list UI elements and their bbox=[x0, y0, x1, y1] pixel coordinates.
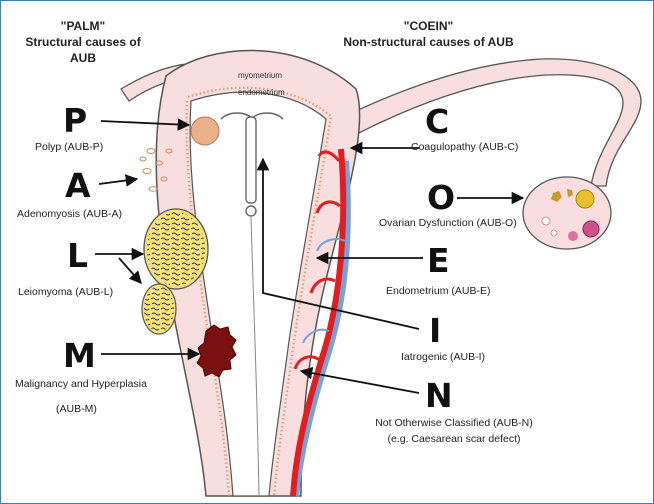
palm-header: "PALM" Structural causes of AUB bbox=[13, 18, 153, 66]
letter-l: L bbox=[67, 239, 88, 272]
not-classified-label: Not Otherwise Classified (AUB-N) bbox=[359, 417, 549, 430]
coagulopathy-label: Coagulopathy (AUB-C) bbox=[411, 141, 518, 154]
leiomyoma-label: Leiomyoma (AUB-L) bbox=[18, 286, 113, 299]
coein-subtitle: Non-structural causes of AUB bbox=[336, 34, 521, 50]
malignancy-code: (AUB-M) bbox=[56, 403, 97, 416]
coein-header: "COEIN" Non-structural causes of AUB bbox=[336, 18, 521, 50]
letter-p: P bbox=[63, 104, 87, 137]
letter-n: N bbox=[425, 379, 453, 412]
coein-title: "COEIN" bbox=[336, 18, 521, 34]
endometrium-cause-label: Endometrium (AUB-E) bbox=[386, 285, 490, 298]
letter-m: M bbox=[63, 339, 96, 372]
letter-e: E bbox=[427, 244, 450, 277]
fallopian-tube bbox=[339, 59, 641, 186]
adenomyosis-label: Adenomyosis (AUB-A) bbox=[17, 208, 122, 221]
myometrium-label: myometrium bbox=[238, 71, 282, 80]
palm-subtitle: Structural causes of AUB bbox=[13, 34, 153, 66]
iatrogenic-label: Iatrogenic (AUB-I) bbox=[401, 351, 485, 364]
letter-i: I bbox=[429, 314, 441, 347]
letter-a: A bbox=[65, 169, 91, 202]
malignancy-label: Malignancy and Hyperplasia bbox=[15, 378, 147, 391]
ovarian-label: Ovarian Dysfunction (AUB-O) bbox=[379, 217, 517, 230]
polyp-label: Polyp (AUB-P) bbox=[35, 141, 103, 154]
endometrium-label: endometrium bbox=[238, 88, 285, 97]
letter-c: C bbox=[425, 105, 449, 138]
palm-title: "PALM" bbox=[13, 18, 153, 34]
caesarean-example: (e.g. Caesarean scar defect) bbox=[359, 433, 549, 446]
ovary bbox=[523, 177, 611, 249]
letter-o: O bbox=[427, 181, 455, 214]
polyp-shape bbox=[191, 117, 219, 145]
